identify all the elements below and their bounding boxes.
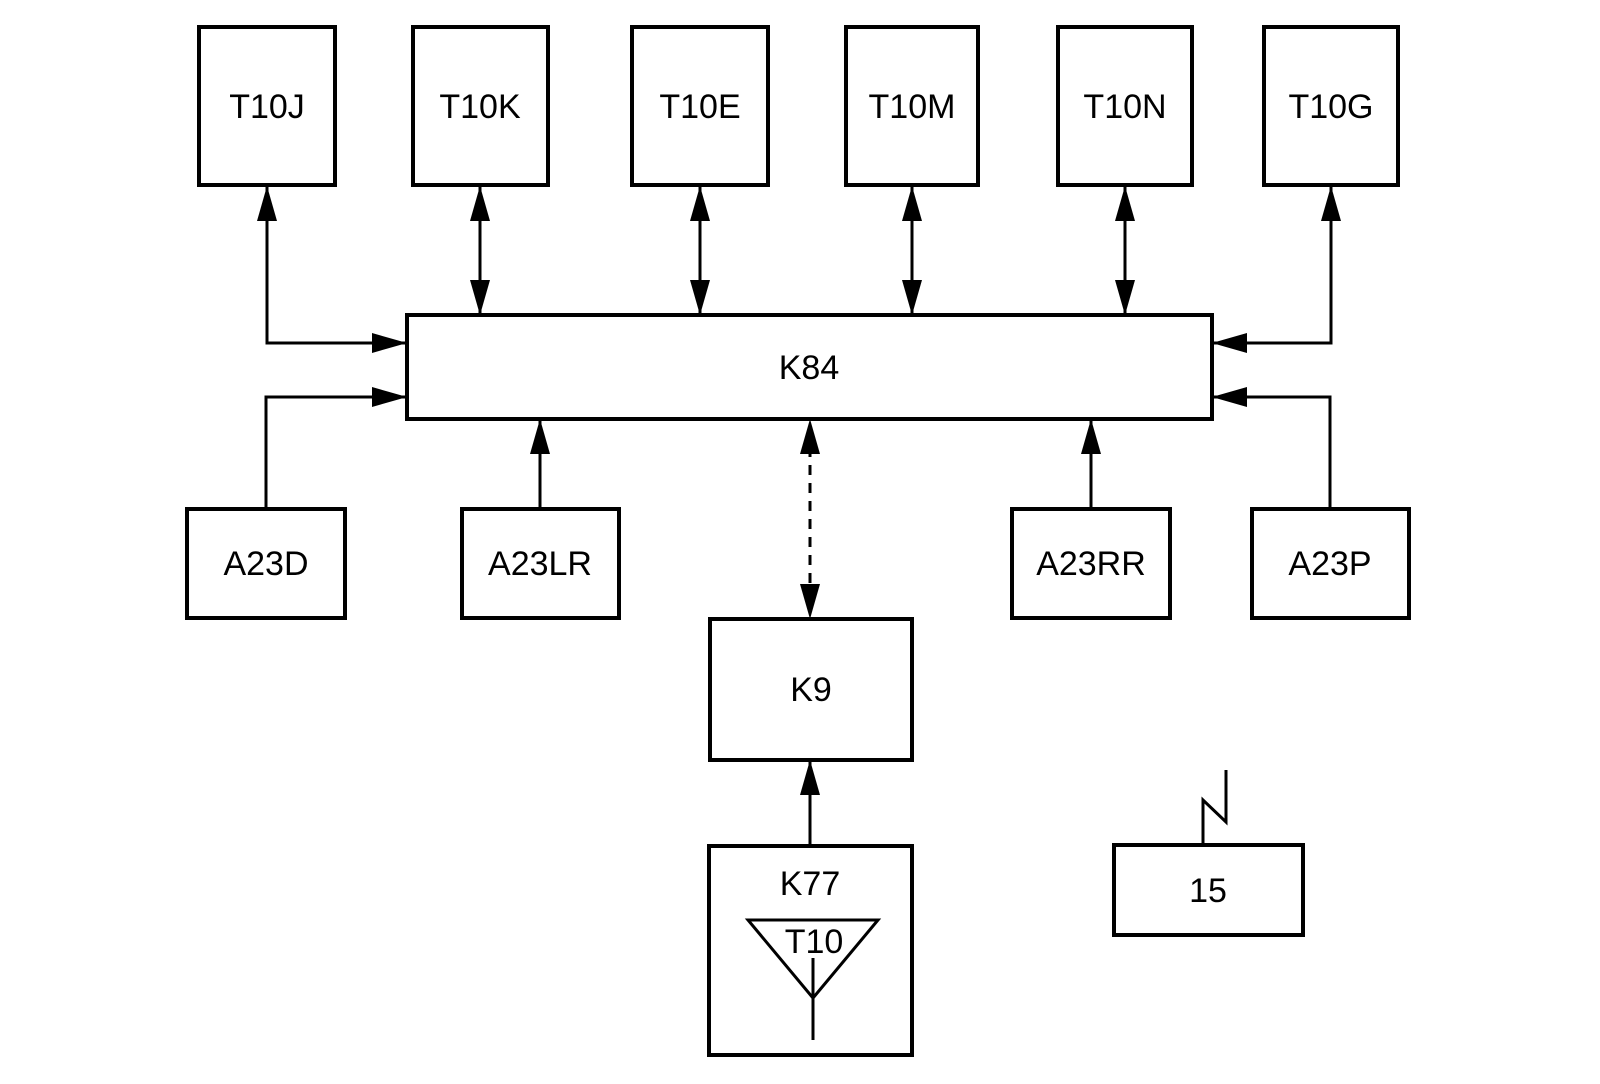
node-15-box — [1112, 843, 1305, 937]
node-t10n-box — [1056, 25, 1194, 187]
node-k9: K9 — [708, 617, 914, 762]
node-t10e-box — [630, 25, 770, 187]
arrowhead-left — [1212, 333, 1247, 353]
node-a23lr-box — [460, 507, 621, 620]
node-a23p: A23P — [1250, 507, 1411, 620]
node-t10m: T10M — [844, 25, 980, 187]
node-t10g-box — [1262, 25, 1400, 187]
node-a23lr: A23LR — [460, 507, 621, 620]
node-t10n-label: T10N — [1083, 88, 1166, 126]
node-a23d-box — [185, 507, 347, 620]
node-a23lr-label: A23LR — [488, 545, 592, 583]
edge-a23d-k84-wire — [264, 395, 407, 509]
arrowhead-up — [257, 186, 277, 221]
node-a23rr-box — [1010, 507, 1172, 620]
edge-t10j-k84-wire — [265, 186, 407, 345]
node-t10k: T10K — [411, 25, 550, 187]
node-t10m-label: T10M — [869, 88, 956, 126]
edge-k77-k9 — [800, 760, 820, 846]
edge-t10e-k84 — [690, 186, 710, 315]
arrowhead-up — [1081, 419, 1101, 454]
edge-a23d-k84 — [264, 387, 407, 509]
edge-a23p-k84-wire — [1212, 395, 1332, 509]
arrowhead-down — [470, 280, 490, 315]
node-t10e: T10E — [630, 25, 770, 187]
node-a23p-box — [1250, 507, 1411, 620]
node-k84-label: K84 — [779, 349, 840, 387]
edge-a23lr-k84 — [530, 419, 550, 509]
edge-t10n-k84 — [1115, 186, 1135, 315]
arrowhead-down — [800, 584, 820, 619]
arrowhead-up — [1115, 186, 1135, 221]
node-k9-label: K9 — [790, 671, 832, 709]
edge-a23p-k84 — [1212, 387, 1332, 509]
edge-t10j-k84 — [257, 186, 407, 353]
arrowhead-up — [1321, 186, 1341, 221]
node-k9-box — [708, 617, 914, 762]
arrowhead-up — [690, 186, 710, 221]
node-k77-label: K77 — [780, 865, 841, 903]
edge-t10g-k84-wire — [1212, 186, 1333, 345]
node-t10k-box — [411, 25, 550, 187]
arrowhead-down — [690, 280, 710, 315]
node-t10e-label: T10E — [659, 88, 740, 126]
arrowhead-up — [800, 419, 820, 454]
node-a23d-label: A23D — [223, 545, 308, 583]
edge-t10m-k84 — [902, 186, 922, 315]
arrowhead-up — [470, 186, 490, 221]
node-15-label: 15 — [1189, 872, 1227, 910]
node-k84: K84 — [405, 313, 1214, 421]
node-t10k-label: T10K — [439, 88, 521, 126]
arrowhead-right — [372, 387, 407, 407]
antenna-triangle-icon — [744, 918, 882, 1001]
edge-k9-k84 — [800, 419, 820, 619]
node-t10-label: T10 — [785, 923, 844, 961]
node-a23rr-label: A23RR — [1036, 545, 1146, 583]
arrowhead-right — [372, 333, 407, 353]
node-t10j-label: T10J — [229, 88, 305, 126]
node-t10n: T10N — [1056, 25, 1194, 187]
arrowhead-up — [530, 419, 550, 454]
node-t10g: T10G — [1262, 25, 1400, 187]
antenna-zigzag-icon — [1201, 770, 1228, 845]
node-k77: K77 T10 — [707, 844, 914, 1057]
arrowhead-down — [1115, 280, 1135, 315]
node-a23p-label: A23P — [1288, 545, 1371, 583]
node-t10j-box — [197, 25, 337, 187]
arrowhead-left — [1212, 387, 1247, 407]
arrowhead-down — [902, 280, 922, 315]
arrowhead-up — [800, 760, 820, 795]
node-15: 15 — [1112, 770, 1305, 937]
node-t10m-box — [844, 25, 980, 187]
node-t10g-label: T10G — [1288, 88, 1373, 126]
node-k84-box — [405, 313, 1214, 421]
edge-t10k-k84 — [470, 186, 490, 315]
node-a23rr: A23RR — [1010, 507, 1172, 620]
node-k77-box — [707, 844, 914, 1057]
edge-t10g-k84 — [1212, 186, 1341, 353]
edge-a23rr-k84 — [1081, 419, 1101, 509]
node-t10j: T10J — [197, 25, 337, 187]
node-a23d: A23D — [185, 507, 347, 620]
arrowhead-up — [902, 186, 922, 221]
